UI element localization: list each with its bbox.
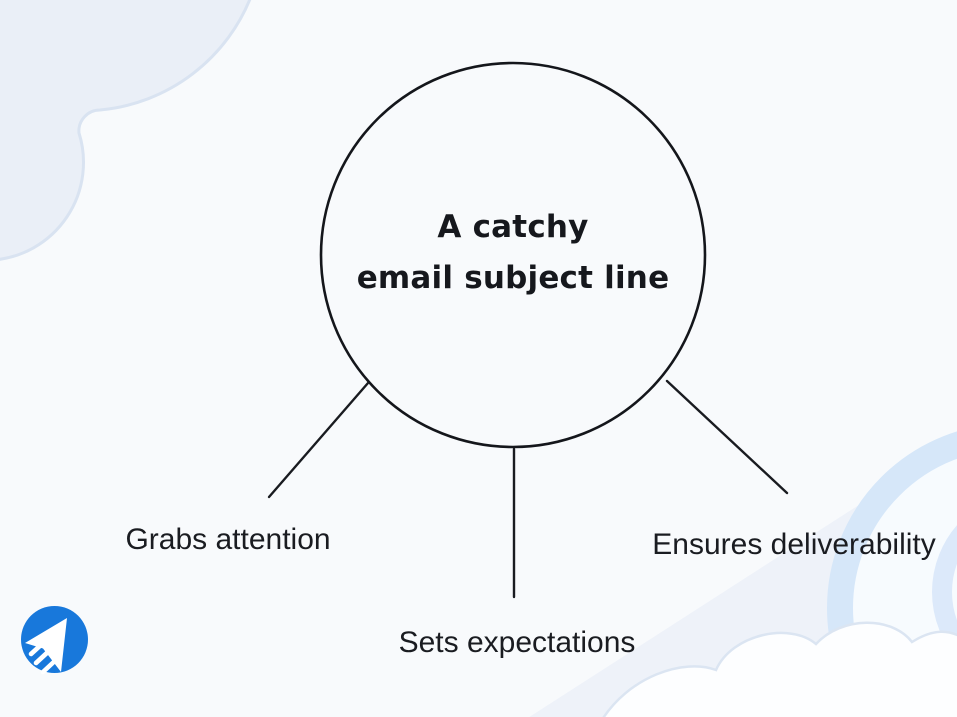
center-node-label: A catchy email subject line bbox=[253, 202, 773, 304]
speed-lines-icon bbox=[28, 641, 61, 675]
center-label-line1: A catchy bbox=[437, 209, 589, 245]
center-circle bbox=[319, 61, 707, 449]
branch-line-left bbox=[267, 381, 370, 499]
cloud-top-left-icon bbox=[0, 0, 252, 261]
cloud-inner-ring-icon bbox=[932, 525, 957, 659]
branch-label-ensures-deliverability: Ensures deliverability bbox=[652, 528, 936, 561]
paper-plane-logo-icon bbox=[21, 606, 88, 675]
branch-label-grabs-attention: Grabs attention bbox=[125, 523, 331, 556]
center-label-line2: email subject line bbox=[356, 260, 670, 296]
cloud-bottom-right-icon bbox=[602, 621, 957, 717]
branch-label-sets-expectations: Sets expectations bbox=[398, 626, 636, 659]
branch-line-right bbox=[665, 379, 789, 495]
